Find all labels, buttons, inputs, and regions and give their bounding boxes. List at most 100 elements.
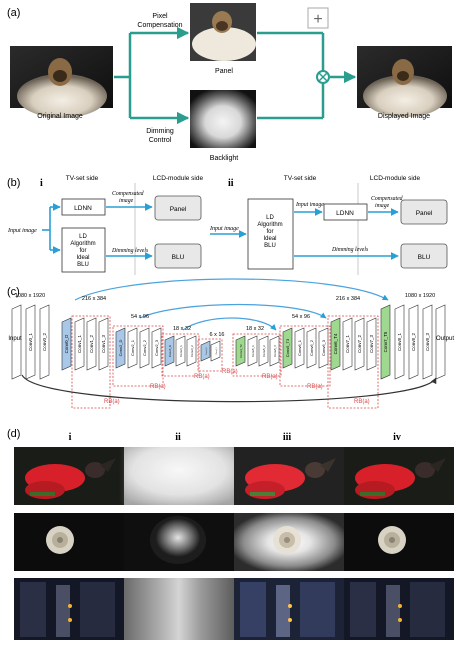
b-ii-ldalgo-l2: Algorithm: [257, 222, 282, 228]
residual-block-box: [232, 333, 282, 377]
layer-slab: [247, 335, 258, 367]
rb-label-3: RB(a): [194, 374, 210, 380]
b-ii-panel-box: [400, 199, 448, 225]
row2-col-ii: [124, 513, 234, 571]
residual-block-box: [112, 325, 164, 387]
b-i-tv-side: TV-set side: [66, 175, 99, 182]
b-ii-tv-side: TV-set side: [284, 175, 317, 182]
layer-label: Conv8_1: [397, 332, 402, 351]
dim-2: 216 x 384: [82, 296, 106, 302]
b-ii-ldalgo-l1: LD: [266, 215, 274, 221]
layer-slab: [39, 304, 50, 380]
displayed-image: [357, 46, 452, 117]
layer-label: Conv3_D: [168, 345, 172, 357]
layer-slab: [186, 335, 197, 367]
layer-label: Conv0_2: [42, 332, 47, 351]
layer-slab: [258, 335, 269, 367]
b-ii-ldalgo-box: [247, 198, 294, 270]
b-ii-blu-box: [400, 243, 448, 269]
b-ii-panel: Panel: [416, 210, 433, 217]
row1-col-ii: [124, 447, 234, 505]
layer-label: Conv7_3: [369, 334, 374, 353]
row2-col-iii: [234, 513, 344, 571]
layer-label: Conv5_3: [273, 345, 277, 357]
pixel-compensation-line1: Pixel: [152, 13, 168, 20]
panel-b-ii: ii TV-set side LCD-module side Input ima…: [209, 175, 448, 275]
row1-col-i: [14, 447, 124, 505]
b-i-comp-l1: Compensated: [112, 191, 144, 197]
dim-5: 6 x 16: [210, 332, 225, 338]
col-label-ii: ii: [175, 432, 181, 443]
layer-label: Conv1_3: [101, 334, 106, 353]
layer-label: Conv5_T3: [285, 338, 290, 357]
layer-slab: [200, 340, 211, 362]
b-i-input-image: Input image: [7, 228, 37, 234]
rb-label-5: RB(a): [262, 374, 278, 380]
layer-slab: [282, 327, 293, 369]
layer-label: Conv4_D: [206, 347, 208, 355]
row3-col-iii: [234, 578, 344, 640]
b-i-ldnn: LDNN: [74, 205, 92, 212]
layer-label: Conv0_1: [28, 332, 33, 351]
layer-slab: [210, 340, 221, 362]
layer-slab: [139, 327, 150, 369]
b-ii-lcd-side: LCD-module side: [370, 175, 421, 182]
layer-slab: [11, 304, 22, 380]
dim-3: 54 x 96: [131, 314, 149, 320]
backlight-caption: Backlight: [210, 155, 238, 162]
layer-label: Conv6_3: [321, 339, 326, 356]
b-ii-comp-l1: Compensated: [371, 196, 403, 202]
residual-block-box: [161, 333, 200, 377]
row3-col-ii: [124, 578, 234, 640]
b-i-ldalgo-l2: Algorithm: [70, 241, 95, 247]
rb-label-1: RB(a): [104, 399, 120, 405]
b-i-panel-box: [154, 195, 202, 221]
row3-col-iv: [344, 578, 454, 640]
layer-slab: [98, 317, 109, 371]
panel-caption: Panel: [215, 68, 233, 75]
b-ii-ldalgo-l3: for: [266, 229, 273, 235]
residual-block-box: [279, 325, 331, 387]
rb-label-4: RB(a): [222, 369, 238, 375]
plus-symbol: +: [313, 11, 322, 28]
layer-label: Conv1_2: [89, 334, 94, 353]
layer-slab: [306, 327, 317, 369]
displayed-caption: Displayed Image: [378, 113, 430, 120]
skip-connections: [74, 278, 389, 331]
layer-slab: [151, 327, 162, 369]
layer-slab: [330, 317, 341, 371]
layer-label: Conv8_3: [425, 332, 430, 351]
layer-label: Conv2_3: [154, 339, 159, 356]
residual-block-box: [197, 338, 223, 372]
layer-slab: [25, 304, 36, 380]
col-label-iii: iii: [283, 432, 292, 443]
layer-label: Conv4_1: [216, 347, 218, 354]
layer-label: Conv7_T5: [383, 331, 388, 352]
layer-label: Conv8_2: [411, 332, 416, 351]
b-i-ldalgo-l4: Ideal: [76, 255, 89, 261]
layer-slab: [61, 317, 72, 371]
rb-label-7: RB(a): [354, 399, 370, 405]
panel-image: [190, 3, 256, 61]
b-ii-roman: ii: [228, 178, 234, 189]
layer-slab: [86, 317, 97, 371]
layer-label: Conv6_2: [309, 339, 314, 356]
b-ii-blu: BLU: [418, 254, 431, 261]
b-ii-ldnn-box: [323, 203, 368, 221]
col-label-iv: iv: [393, 432, 401, 443]
backlight-image: [190, 90, 256, 148]
layer-label: Conv6_1: [297, 339, 302, 356]
layer-slab: [235, 335, 246, 367]
row2-col-iv: [344, 513, 454, 571]
b-ii-dimming: Dimming levels: [331, 247, 369, 253]
layer-label: Conv5_2: [262, 345, 266, 357]
panel-b-letter: (b): [7, 177, 20, 189]
dimming-control-line2: Control: [149, 137, 172, 144]
dim-9: 1080 x 1920: [405, 293, 435, 299]
b-ii-ldnn: LDNN: [336, 210, 354, 217]
layer-slab: [342, 317, 353, 371]
row1-col-iii: [234, 447, 344, 505]
layer-label: Conv2_D: [118, 340, 123, 357]
